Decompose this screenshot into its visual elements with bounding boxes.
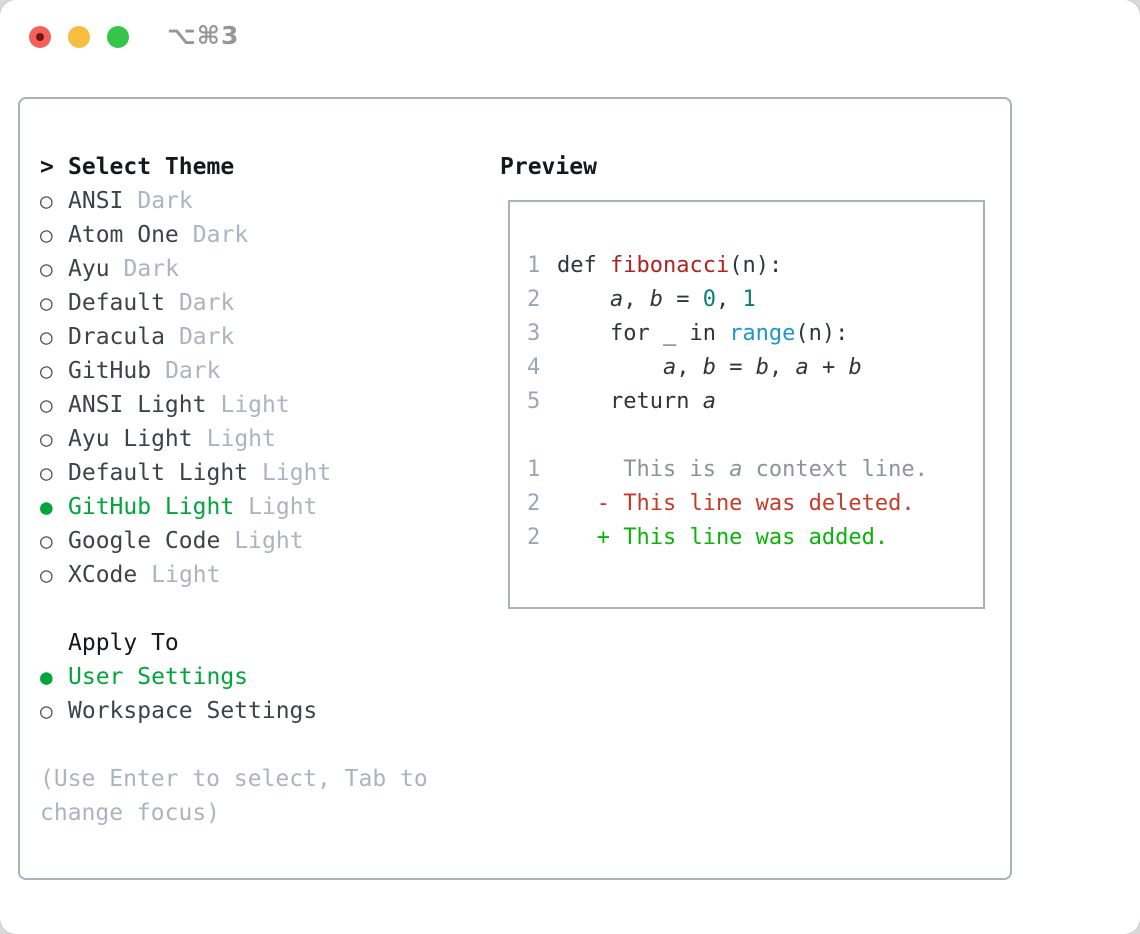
apply-option-workspace-settings[interactable]: ○ Workspace Settings bbox=[40, 694, 478, 728]
preview-title: Preview bbox=[500, 154, 597, 180]
theme-variant-tag: Dark bbox=[192, 222, 249, 248]
preview-line-text: a, b = 0, 1 bbox=[609, 287, 756, 312]
titlebar: ⌥⌘3 bbox=[0, 0, 1140, 70]
theme-variant-tag: Dark bbox=[178, 324, 235, 350]
theme-option-label: ANSI bbox=[68, 188, 124, 214]
radio-icon: ○ bbox=[40, 325, 53, 349]
window-shortcut-label: ⌥⌘3 bbox=[167, 21, 240, 50]
theme-option-atom-one[interactable]: ○ Atom One Dark bbox=[40, 218, 478, 252]
radio-icon: ○ bbox=[40, 427, 53, 451]
traffic-light-minimize-button[interactable] bbox=[68, 26, 90, 48]
line-number: 2 bbox=[527, 287, 541, 312]
radio-icon: ○ bbox=[40, 393, 53, 417]
theme-option-ansi[interactable]: ○ ANSI Dark bbox=[40, 184, 478, 218]
preview-line-code: 5 return a bbox=[527, 385, 983, 419]
theme-list-title: Select Theme bbox=[68, 154, 235, 180]
preview-line-blank bbox=[527, 419, 983, 453]
apply-option-user-settings[interactable]: ● User Settings bbox=[40, 660, 478, 694]
radio-icon: ○ bbox=[40, 189, 53, 213]
theme-variant-tag: Light bbox=[234, 528, 304, 554]
theme-option-github-light[interactable]: ● GitHub Light Light bbox=[40, 490, 478, 524]
radio-selected-icon: ● bbox=[40, 495, 53, 519]
radio-icon: ○ bbox=[40, 291, 53, 315]
radio-icon: ○ bbox=[40, 359, 53, 383]
line-number: 2 bbox=[527, 491, 541, 516]
theme-option-label: Default bbox=[68, 290, 165, 316]
theme-option-ansi-light[interactable]: ○ ANSI Light Light bbox=[40, 388, 478, 422]
apply-to-header: Apply To bbox=[40, 626, 478, 660]
line-number: 1 bbox=[527, 253, 541, 278]
line-number: 4 bbox=[527, 355, 541, 380]
theme-variant-tag: Dark bbox=[123, 256, 179, 282]
theme-option-default-light[interactable]: ○ Default Light Light bbox=[40, 456, 478, 490]
traffic-lights bbox=[29, 26, 129, 48]
theme-variant-tag: Light bbox=[151, 562, 221, 588]
theme-option-ayu[interactable]: ○ Ayu Dark bbox=[40, 252, 478, 286]
line-number: 3 bbox=[527, 321, 541, 346]
radio-icon: ○ bbox=[40, 461, 53, 485]
theme-option-label: Ayu bbox=[68, 256, 110, 282]
radio-icon: ○ bbox=[40, 257, 53, 281]
theme-option-xcode[interactable]: ○ XCode Light bbox=[40, 558, 478, 592]
theme-variant-tag: Light bbox=[248, 494, 318, 520]
theme-option-ayu-light[interactable]: ○ Ayu Light Light bbox=[40, 422, 478, 456]
preview-line-diff-context: 1 This is a context line. bbox=[527, 453, 983, 487]
theme-option-label: GitHub Light bbox=[68, 494, 235, 520]
radio-icon: ○ bbox=[40, 699, 53, 723]
theme-variant-tag: Light bbox=[220, 392, 290, 418]
apply-option-label: User Settings bbox=[68, 664, 249, 690]
preview-line-code: 4 a, b = b, a + b bbox=[527, 351, 983, 385]
theme-variant-tag: Dark bbox=[165, 358, 221, 384]
preview-line-diff-deleted: 2 - This line was deleted. bbox=[527, 487, 983, 521]
preview-line-text: + This line was added. bbox=[557, 525, 889, 550]
preview-line-text: return a bbox=[557, 389, 716, 414]
preview-line-text: for _ in range(n): bbox=[557, 321, 849, 346]
line-number: 2 bbox=[527, 525, 541, 550]
theme-option-github[interactable]: ○ GitHub Dark bbox=[40, 354, 478, 388]
theme-option-label: ANSI Light bbox=[68, 392, 207, 418]
traffic-light-zoom-button[interactable] bbox=[107, 26, 129, 48]
theme-variant-tag: Dark bbox=[137, 188, 193, 214]
theme-option-label: Ayu Light bbox=[68, 426, 193, 452]
apply-to-title: Apply To bbox=[68, 630, 179, 656]
apply-option-label: Workspace Settings bbox=[68, 698, 318, 724]
traffic-light-close-button[interactable] bbox=[29, 26, 51, 48]
preview-line-code: 1 def fibonacci(n): bbox=[527, 249, 983, 283]
theme-option-dracula[interactable]: ○ Dracula Dark bbox=[40, 320, 478, 354]
theme-variant-tag: Light bbox=[206, 426, 276, 452]
apply-to-options-list: ● User Settings ○ Workspace Settings bbox=[40, 660, 478, 728]
radio-icon: ○ bbox=[40, 563, 53, 587]
preview-line-text: This is a context line. bbox=[557, 457, 928, 482]
preview-line-code: 3 for _ in range(n): bbox=[527, 317, 983, 351]
radio-selected-icon: ● bbox=[40, 665, 53, 689]
preview-line-text: def fibonacci(n): bbox=[557, 253, 783, 278]
preview-line-text: - This line was deleted. bbox=[557, 491, 915, 516]
preview-line-code: 2 a, b = 0, 1 bbox=[527, 283, 983, 317]
theme-option-google-code[interactable]: ○ Google Code Light bbox=[40, 524, 478, 558]
help-text: (Use Enter to select, Tab to change focu… bbox=[40, 766, 428, 826]
theme-option-label: Atom One bbox=[68, 222, 179, 248]
preview-line-diff-added: 2 + This line was added. bbox=[527, 521, 983, 555]
radio-icon: ○ bbox=[40, 223, 53, 247]
preview-line-text: a, b = b, a + b bbox=[662, 355, 862, 380]
theme-option-label: GitHub bbox=[68, 358, 152, 384]
selection-cursor-icon: > bbox=[40, 154, 54, 180]
line-number: 1 bbox=[527, 457, 541, 482]
radio-icon: ○ bbox=[40, 529, 53, 553]
theme-list-header: > Select Theme bbox=[40, 150, 478, 184]
theme-option-label: Google Code bbox=[68, 528, 221, 554]
theme-option-label: XCode bbox=[68, 562, 138, 588]
theme-variant-tag: Light bbox=[262, 460, 332, 486]
line-number: 5 bbox=[527, 389, 541, 414]
theme-option-default[interactable]: ○ Default Dark bbox=[40, 286, 478, 320]
theme-option-label: Dracula bbox=[68, 324, 165, 350]
theme-option-label: Default Light bbox=[68, 460, 249, 486]
theme-variant-tag: Dark bbox=[178, 290, 235, 316]
